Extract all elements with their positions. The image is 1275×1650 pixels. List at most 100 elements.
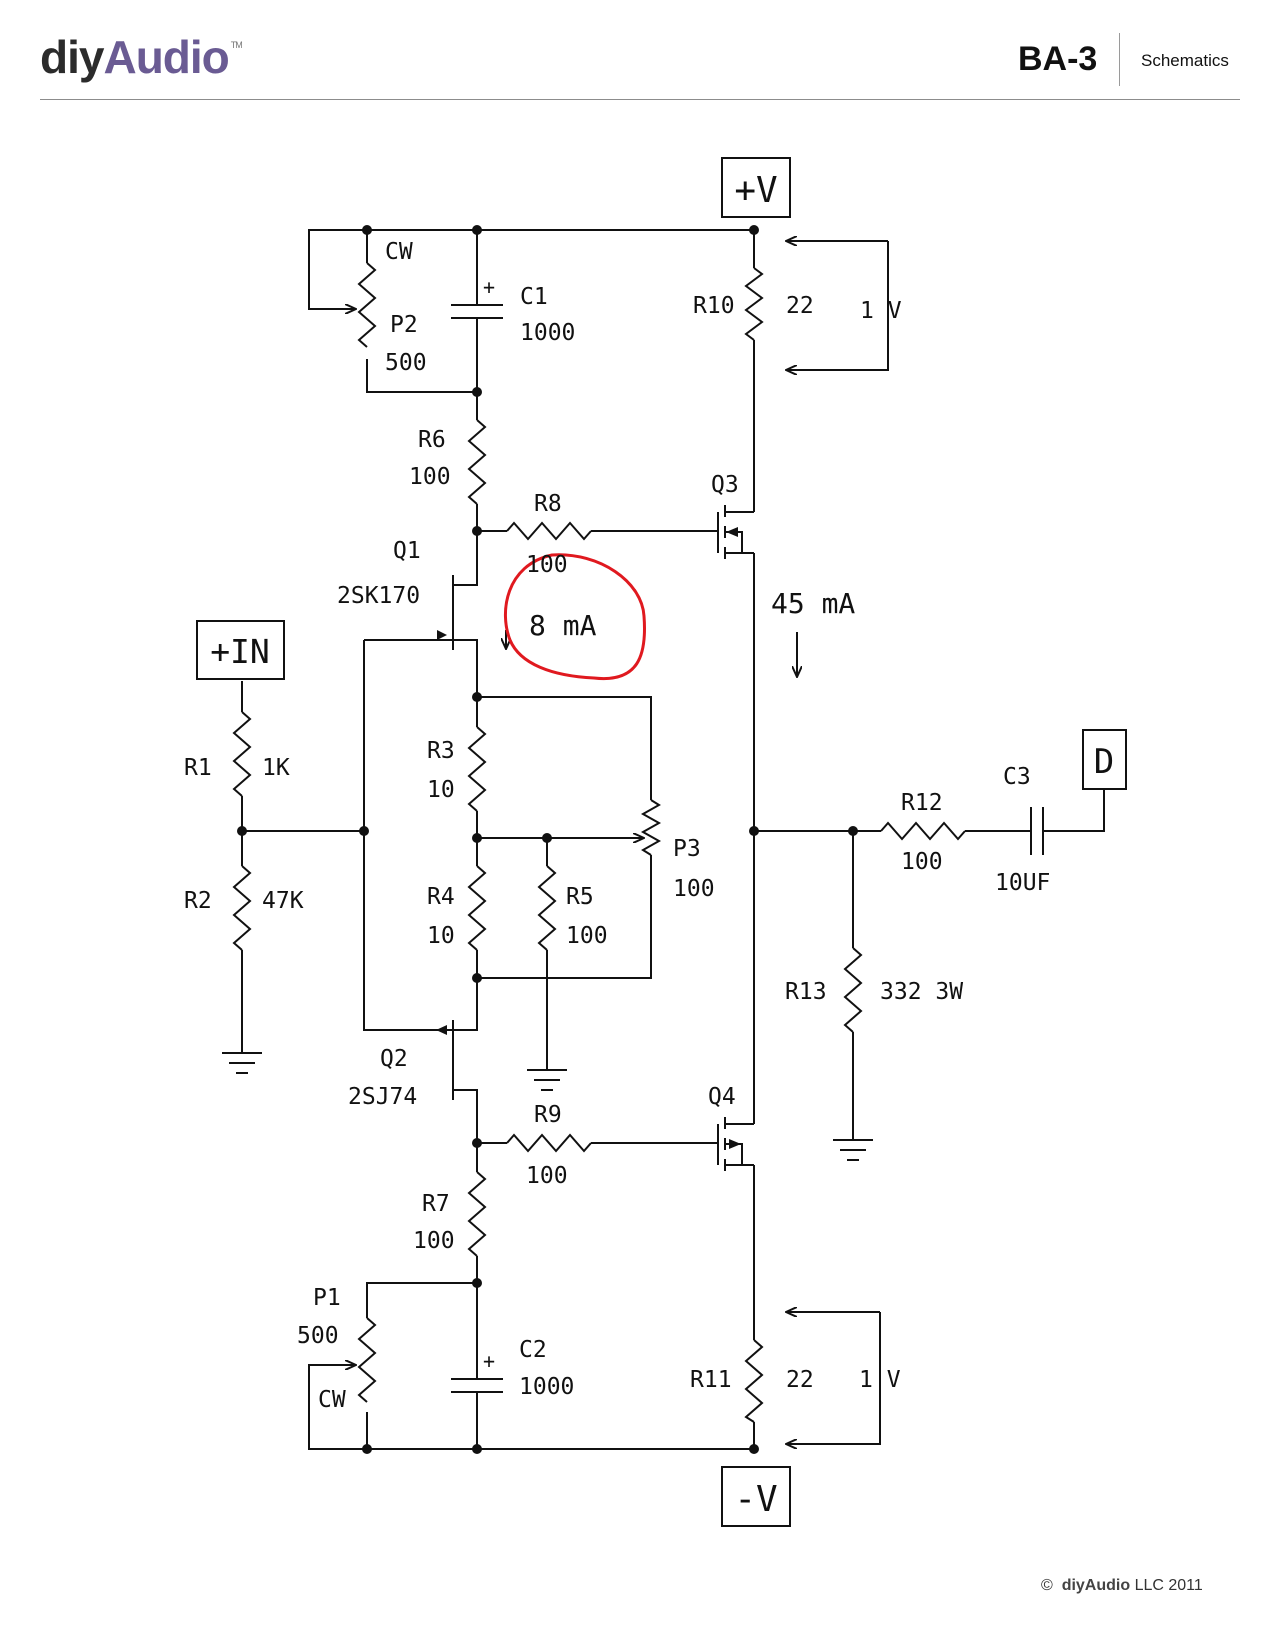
port-minus-v: -V <box>721 1466 791 1527</box>
capacitors <box>451 304 1044 1393</box>
port-plus-v: +V <box>721 157 791 218</box>
junction-dots <box>237 225 858 1454</box>
p2-cw-label: CW <box>385 239 413 265</box>
c2-ref: C2 <box>519 1337 547 1363</box>
r7-resistor <box>467 1171 487 1257</box>
r3-value: 10 <box>427 777 455 803</box>
p2-ref: P2 <box>390 312 418 338</box>
r12-ref: R12 <box>901 790 943 816</box>
ground-icon <box>833 1139 873 1161</box>
c2-polarity: + <box>483 1349 495 1373</box>
q1-jfet <box>437 575 454 650</box>
r7-ref: R7 <box>422 1191 450 1217</box>
r7-value: 100 <box>413 1228 455 1254</box>
r13-resistor <box>843 947 863 1033</box>
r13-value: 332 3W <box>880 979 963 1005</box>
c1-polarity: + <box>483 275 495 299</box>
c2-value: 1000 <box>519 1374 574 1400</box>
r1-resistor <box>232 711 252 797</box>
svg-text:-V: -V <box>734 1479 777 1520</box>
p1-cw-label: CW <box>318 1387 346 1413</box>
r9-resistor <box>506 1133 592 1153</box>
r9-value: 100 <box>526 1163 568 1189</box>
potentiometers <box>309 262 662 1403</box>
r12-resistor <box>880 821 966 841</box>
c3-capacitor <box>1030 807 1044 855</box>
resistors <box>232 267 966 1423</box>
q1-part: 2SK170 <box>337 583 420 609</box>
p1-value: 500 <box>297 1323 339 1349</box>
p2-potentiometer <box>357 262 377 348</box>
r4-resistor <box>467 865 487 951</box>
p1-ref: P1 <box>313 1285 341 1311</box>
header-divider <box>1119 33 1120 86</box>
r2-ref: R2 <box>184 888 212 914</box>
p2-value: 500 <box>385 350 427 376</box>
c3-value: 10UF <box>995 870 1050 896</box>
r13-ref: R13 <box>785 979 827 1005</box>
c2-capacitor <box>451 1378 503 1393</box>
r1-value: 1K <box>262 755 290 781</box>
r4-value: 10 <box>427 923 455 949</box>
r12-value: 100 <box>901 849 943 875</box>
q1-ref: Q1 <box>393 538 421 564</box>
r10-resistor <box>744 267 764 341</box>
r11-resistor <box>744 1339 764 1423</box>
labels: CW P2 500 + C1 1000 R10 22 1 V R6 100 Q3… <box>184 239 1050 1413</box>
q4-ref: Q4 <box>708 1084 736 1110</box>
section-label: Schematics <box>1141 51 1229 70</box>
c3-ref: C3 <box>1003 764 1031 790</box>
r2-value: 47K <box>262 888 304 914</box>
svg-text:+V: +V <box>734 170 777 211</box>
ground-symbols <box>222 1052 873 1161</box>
q4-mosfet <box>717 1117 754 1171</box>
q2-ref: Q2 <box>380 1046 408 1072</box>
c1-ref: C1 <box>520 284 548 310</box>
p3-ref: P3 <box>673 836 701 862</box>
r11-voltage: 1 V <box>859 1367 901 1393</box>
r3-ref: R3 <box>427 738 455 764</box>
r1-ref: R1 <box>184 755 212 781</box>
r10-ref: R10 <box>693 293 735 319</box>
q2-part: 2SJ74 <box>348 1084 417 1110</box>
measurement-arrows <box>506 241 889 1444</box>
r6-value: 100 <box>409 464 451 490</box>
r11-value: 22 <box>786 1367 814 1393</box>
q2-jfet <box>436 1020 454 1100</box>
output-current: 45 mA <box>771 587 855 620</box>
header-rule <box>40 99 1240 100</box>
r5-ref: R5 <box>566 884 594 910</box>
r6-resistor <box>467 419 487 505</box>
q3-mosfet <box>717 505 754 559</box>
p3-value: 100 <box>673 876 715 902</box>
q3-ref: Q3 <box>711 472 739 498</box>
r3-resistor <box>467 726 487 812</box>
r9-ref: R9 <box>534 1102 562 1128</box>
r11-ref: R11 <box>690 1367 732 1393</box>
highlight-circle <box>503 553 647 681</box>
r4-ref: R4 <box>427 884 455 910</box>
svg-text:D: D <box>1094 742 1114 782</box>
c1-value: 1000 <box>520 320 575 346</box>
q1-current: 8 mA <box>529 609 597 642</box>
ground-icon <box>527 1069 567 1091</box>
p1-potentiometer <box>357 1317 377 1403</box>
r8-ref: R8 <box>534 491 562 517</box>
copyright-footer: © diyAudio LLC 2011 <box>1041 1577 1203 1594</box>
r2-resistor <box>232 865 252 951</box>
c1-capacitor <box>451 304 503 319</box>
document-title: BA-3 <box>1018 40 1098 78</box>
port-plus-in: +IN <box>196 620 285 680</box>
r6-ref: R6 <box>418 427 446 453</box>
r8-value: 100 <box>526 552 568 578</box>
ground-icon <box>222 1052 262 1074</box>
p3-potentiometer <box>640 799 662 856</box>
r10-value: 22 <box>786 293 814 319</box>
r8-resistor <box>506 521 592 541</box>
r10-voltage: 1 V <box>860 298 902 324</box>
port-output-d: D <box>1082 729 1127 790</box>
svg-text:+IN: +IN <box>210 632 270 671</box>
